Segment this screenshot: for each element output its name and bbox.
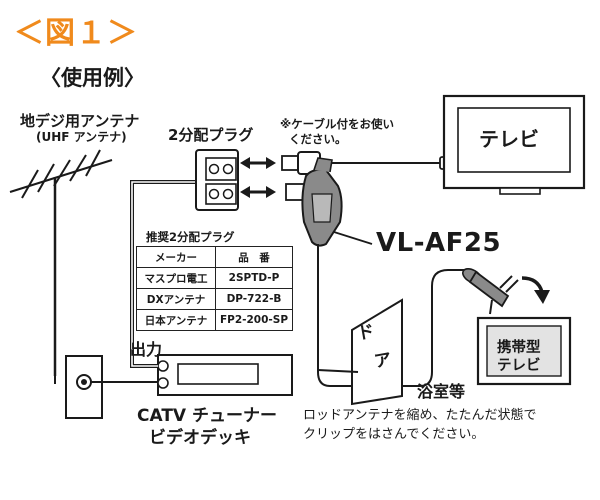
output-label: 出力: [130, 340, 163, 359]
splitter-label: 2分配プラグ: [168, 126, 254, 144]
tv-label: テレビ: [479, 127, 539, 151]
table-cell-part: 2SPTD-P: [215, 267, 293, 289]
instruction-line1: ロッドアンテナを縮め、たたんだ状態で: [303, 408, 537, 423]
usage-example-label: 〈使用例〉: [40, 66, 145, 90]
bathroom-label: 浴室等: [417, 382, 466, 401]
recommended-splitter-table: メーカー 品 番 マスプロ電工 2SPTD-P DXアンテナ DP-722-B …: [136, 246, 293, 331]
header-part-number: 品 番: [215, 246, 293, 268]
table-row: マスプロ電工 2SPTD-P: [136, 267, 293, 289]
header-maker: メーカー: [136, 246, 216, 268]
instruction-line2: クリップをはさんでください。: [303, 427, 485, 442]
tv-icon: [442, 94, 586, 195]
table-cell-part: DP-722-B: [215, 288, 293, 310]
portable-tv-label-line1: 携帯型: [497, 340, 541, 356]
model-pointer-line: [333, 231, 373, 245]
table-row: 日本アンテナ FP2-200-SP: [136, 309, 293, 331]
door-icon: [351, 298, 403, 406]
table-row: DXアンテナ DP-722-B: [136, 288, 293, 310]
splitter-note-line2: ください。: [289, 132, 347, 146]
portable-tv-label-line2: テレビ: [497, 358, 541, 374]
table-cell-maker: DXアンテナ: [136, 288, 216, 310]
wall-outlet-icon: [65, 355, 103, 419]
antenna-label: 地デジ用アンテナ: [20, 112, 140, 130]
table-cell-maker: 日本アンテナ: [136, 309, 216, 331]
antenna-sublabel: (UHF アンテナ): [36, 130, 127, 144]
model-label: VL-AF25: [376, 228, 502, 258]
figure-heading: ＜図１＞: [14, 16, 138, 51]
recommended-table-title: 推奨2分配プラグ: [146, 230, 235, 244]
antenna-icon: [9, 149, 113, 376]
curved-arrow-icon: [521, 276, 550, 304]
splitter-note-line1: ※ケーブル付をお使い: [280, 117, 394, 131]
splitter-plug-icon: [195, 149, 239, 211]
adapter-cable: [317, 244, 466, 387]
table-cell-maker: マスプロ電工: [136, 267, 216, 289]
connection-arrows: [240, 157, 276, 198]
table-header-row: メーカー 品 番: [136, 246, 293, 268]
adapter-icon: [285, 157, 343, 247]
tuner-label-line2: ビデオデッキ: [149, 428, 251, 448]
portable-tv-icon: [476, 316, 572, 386]
clip-icon: [462, 267, 519, 315]
tuner-icon: [157, 354, 293, 396]
table-cell-part: FP2-200-SP: [215, 309, 293, 331]
tuner-label-line1: CATV チューナー: [137, 406, 277, 426]
